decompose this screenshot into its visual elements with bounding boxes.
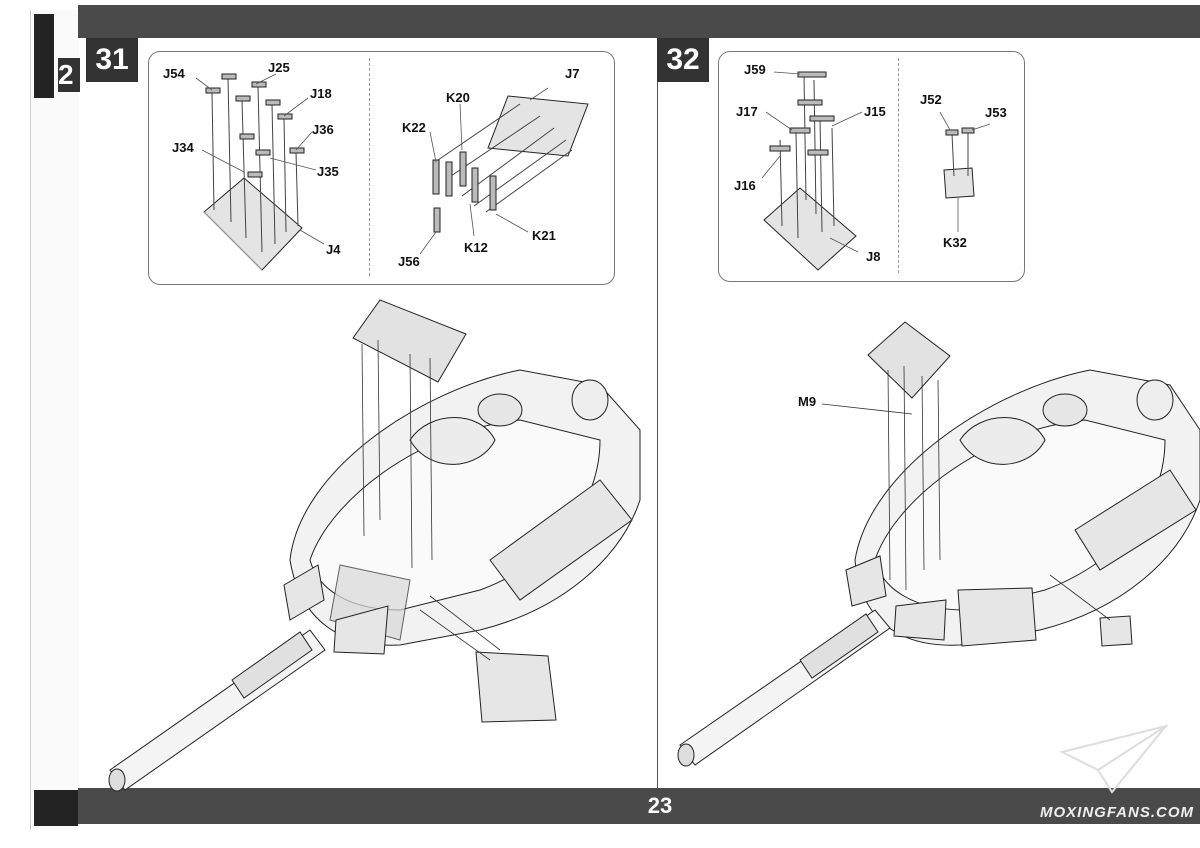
step-31-number: 31 [86, 38, 138, 82]
part-label: K21 [532, 228, 556, 243]
step-32-number: 32 [657, 38, 709, 82]
step-31-inset [148, 51, 615, 285]
watermark-text: MOXINGFANS.COM [1040, 804, 1195, 821]
part-label: J16 [734, 178, 756, 193]
inset-divider [898, 58, 899, 273]
part-label: J54 [163, 66, 185, 81]
part-label: J53 [985, 105, 1007, 120]
part-label: J18 [310, 86, 332, 101]
page-divider [657, 38, 658, 788]
part-label: J36 [312, 122, 334, 137]
part-label: J35 [317, 164, 339, 179]
page-number: 23 [647, 793, 673, 818]
header-bar [78, 5, 1200, 38]
inset-divider [369, 58, 370, 276]
part-label: J15 [864, 104, 886, 119]
page-stack-shade [34, 790, 78, 826]
previous-page-number: 2 [58, 58, 80, 92]
part-label: M9 [798, 394, 817, 409]
part-label: J7 [565, 66, 580, 81]
part-label: J8 [866, 249, 881, 264]
part-label: J59 [744, 62, 766, 77]
page-stack-edge [30, 10, 79, 830]
part-label: J34 [172, 140, 194, 155]
part-label: J52 [920, 92, 942, 107]
part-label: J4 [326, 242, 341, 257]
part-label: K32 [943, 235, 967, 250]
page-stack-shade [34, 14, 54, 98]
step-32-inset [718, 51, 1025, 282]
part-label: J56 [398, 254, 420, 269]
watermark-logo [1059, 724, 1169, 794]
part-label: K22 [402, 120, 426, 135]
part-label: J17 [736, 104, 758, 119]
part-label: K20 [446, 90, 470, 105]
footer-bar [78, 788, 1200, 824]
part-label: J25 [268, 60, 290, 75]
part-label: K12 [464, 240, 488, 255]
